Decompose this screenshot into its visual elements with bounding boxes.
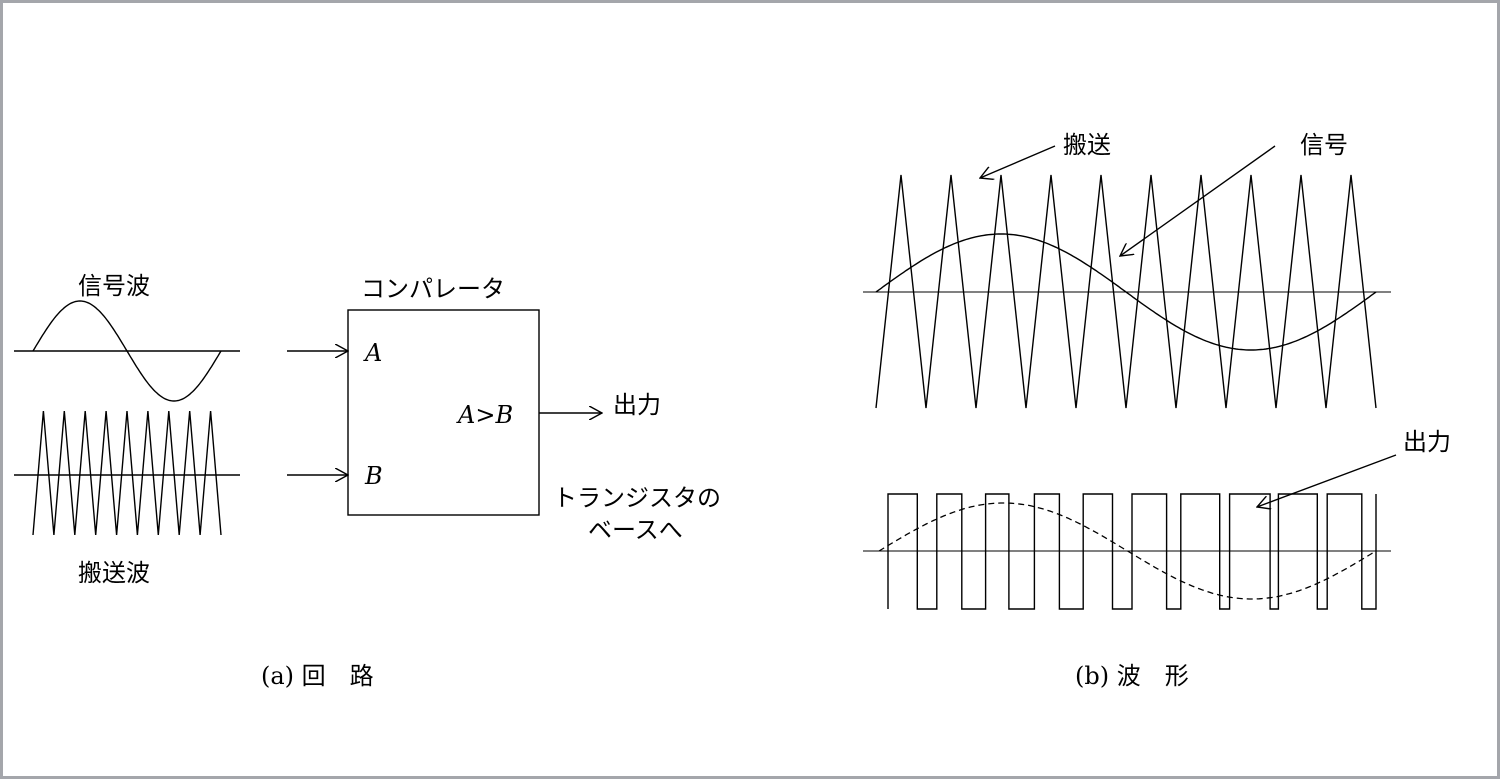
pwm-output-trace	[887, 493, 1377, 610]
output-label-b: 出力	[1403, 428, 1451, 456]
transistor-note-line2: ベースへ	[588, 516, 683, 544]
transistor-note-line1: トランジスタの	[553, 484, 721, 512]
signal-sine-trace	[875, 233, 1377, 351]
signal-label: 信号	[1300, 131, 1348, 159]
circuit-panel: 信号波 搬送波 コンパレータ A B A>B 出力 トランジスタの ベースへ (…	[14, 272, 721, 690]
signal-wave-label: 信号波	[78, 272, 150, 300]
input-b-label: B	[364, 462, 383, 490]
circuit-caption: (a) 回 路	[261, 662, 374, 690]
carrier-label: 搬送	[1063, 131, 1111, 159]
carrier-pointer-arrow	[980, 145, 1056, 178]
waveform-panel: 搬送 信号 出力 (b) 波 形	[863, 131, 1451, 690]
waveform-caption: (b) 波 形	[1075, 662, 1189, 690]
pwm-diagram-canvas: 信号波 搬送波 コンパレータ A B A>B 出力 トランジスタの ベースへ (…	[14, 131, 1451, 690]
carrier-triangle-trace	[875, 174, 1377, 409]
condition-label: A>B	[456, 401, 513, 429]
signal-pointer-arrow	[1120, 145, 1276, 256]
input-a-label: A	[363, 339, 382, 367]
carrier-wave-trace	[32, 410, 222, 536]
output-label: 出力	[613, 391, 661, 419]
signal-dashed-reference	[878, 502, 1377, 600]
comparator-label: コンパレータ	[361, 275, 505, 303]
signal-wave-trace	[32, 300, 222, 402]
carrier-wave-label: 搬送波	[78, 559, 150, 587]
output-pointer-arrow	[1257, 454, 1397, 507]
